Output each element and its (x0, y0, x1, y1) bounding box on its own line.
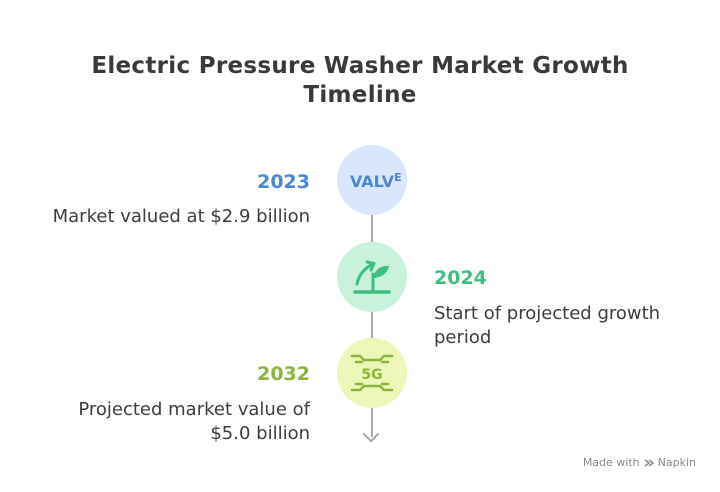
event-year-2024: 2024 (434, 267, 487, 289)
event-description-2023: Market valued at $2.9 billion (52, 206, 310, 227)
timeline-node-2023: VALVE (337, 145, 407, 215)
5g-signal-icon: 5G (350, 354, 394, 392)
valve-text-icon: VALVE (350, 171, 402, 191)
title-line-2: Timeline (303, 82, 417, 108)
event-year-2023: 2023 (257, 171, 310, 193)
title-line-1: Electric Pressure Washer Market Growth (91, 53, 629, 79)
5g-icon-label: 5G (361, 367, 382, 383)
timeline-connector-3 (371, 407, 373, 437)
made-with-label: Made with (582, 456, 640, 469)
timeline-arrow-head (362, 425, 380, 443)
timeline-connector-1 (371, 214, 373, 242)
diagram-title: Electric Pressure Washer Market Growth T… (60, 52, 660, 110)
napkin-logo-icon (644, 458, 654, 467)
timeline-connector-2 (371, 312, 373, 338)
event-description-2024-line2: period (434, 327, 492, 348)
napkin-brand-label: Napkin (657, 456, 696, 469)
timeline-node-2024 (337, 242, 407, 312)
event-description-2032-line2: $5.0 billion (210, 423, 310, 444)
timeline-node-2032: 5G (337, 338, 407, 408)
growing-plant-icon (353, 260, 391, 294)
event-year-2032: 2032 (257, 363, 310, 385)
event-description-2032-line1: Projected market value of (78, 399, 310, 420)
napkin-watermark: Made with Napkin (583, 456, 696, 469)
valve-icon-label: VALVE (350, 171, 402, 191)
event-description-2024-line1: Start of projected growth (434, 303, 661, 324)
